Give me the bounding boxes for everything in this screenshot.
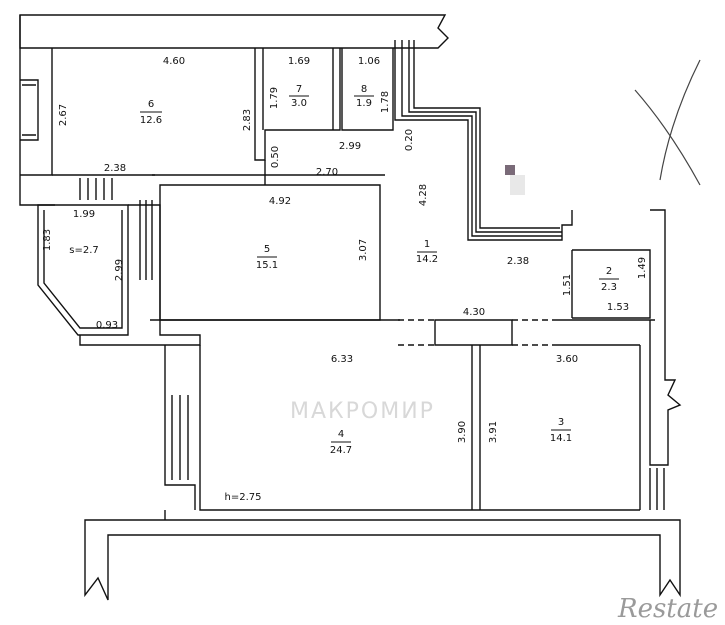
dim-4-30: 4.30	[463, 307, 485, 318]
decorative-strokes	[634, 59, 701, 186]
dim-1-69: 1.69	[288, 56, 310, 67]
room-4-area: 24.7	[330, 445, 352, 456]
walls	[19, 14, 682, 601]
dimension-labels: 4.60 2.67 2.83 1.69 1.79 1.06 1.78 0.20 …	[42, 56, 648, 503]
dim-2-38-left: 2.38	[104, 163, 126, 174]
room-labels: 6 12.6 7 3.0 8 1.9 5 15.1 1 14.2 2 2.3 4…	[69, 84, 619, 456]
dim-1-53: 1.53	[607, 302, 629, 313]
room-3-number: 3	[558, 417, 564, 428]
room-2-number: 2	[606, 266, 612, 277]
dim-4-28: 4.28	[418, 184, 429, 206]
dim-6-33: 6.33	[331, 354, 353, 365]
room-5-number: 5	[264, 244, 270, 255]
dim-3-60: 3.60	[556, 354, 578, 365]
room-4-number: 4	[338, 429, 344, 440]
dim-2-38-right: 2.38	[507, 256, 529, 267]
dim-0-20: 0.20	[404, 129, 415, 151]
room-7-area: 3.0	[291, 98, 307, 109]
room-3-area: 14.1	[550, 433, 572, 444]
ceiling-height: h=2.75	[225, 492, 262, 503]
room-1-area: 14.2	[416, 254, 438, 265]
dim-1-99: 1.99	[73, 209, 95, 220]
room-6-area: 12.6	[140, 115, 162, 126]
dim-1-83: 1.83	[42, 229, 53, 251]
watermark: МАКРОМИР	[290, 399, 435, 424]
room-8-area: 1.9	[356, 98, 372, 109]
dim-1-49: 1.49	[637, 257, 648, 279]
room-1-number: 1	[424, 239, 430, 250]
room-8-number: 8	[361, 84, 367, 95]
room-2-area: 2.3	[601, 282, 617, 293]
dim-1-06: 1.06	[358, 56, 380, 67]
dim-0-50: 0.50	[270, 146, 281, 168]
meter-marker	[505, 165, 515, 175]
dim-2-83: 2.83	[242, 109, 253, 131]
dim-1-51: 1.51	[562, 274, 573, 296]
meter-marker-shadow	[510, 175, 525, 195]
dim-4-60: 4.60	[163, 56, 185, 67]
dim-3-90: 3.90	[457, 421, 468, 443]
dim-0-93: 0.93	[96, 320, 118, 331]
room-6-number: 6	[148, 99, 154, 110]
dim-1-78: 1.78	[380, 91, 391, 113]
dim-3-91: 3.91	[488, 421, 499, 443]
dim-2-70: 2.70	[316, 167, 338, 178]
dim-2-99-left: 2.99	[114, 259, 125, 281]
dim-1-79: 1.79	[269, 87, 280, 109]
dim-4-92: 4.92	[269, 196, 291, 207]
dim-2-67: 2.67	[58, 104, 69, 126]
restate-logo: Restate	[617, 594, 718, 624]
room-7-number: 7	[296, 84, 302, 95]
balcony-area: s=2.7	[69, 245, 99, 256]
room-5-area: 15.1	[256, 260, 278, 271]
dim-3-07: 3.07	[358, 239, 369, 261]
dim-2-99-top: 2.99	[339, 141, 361, 152]
